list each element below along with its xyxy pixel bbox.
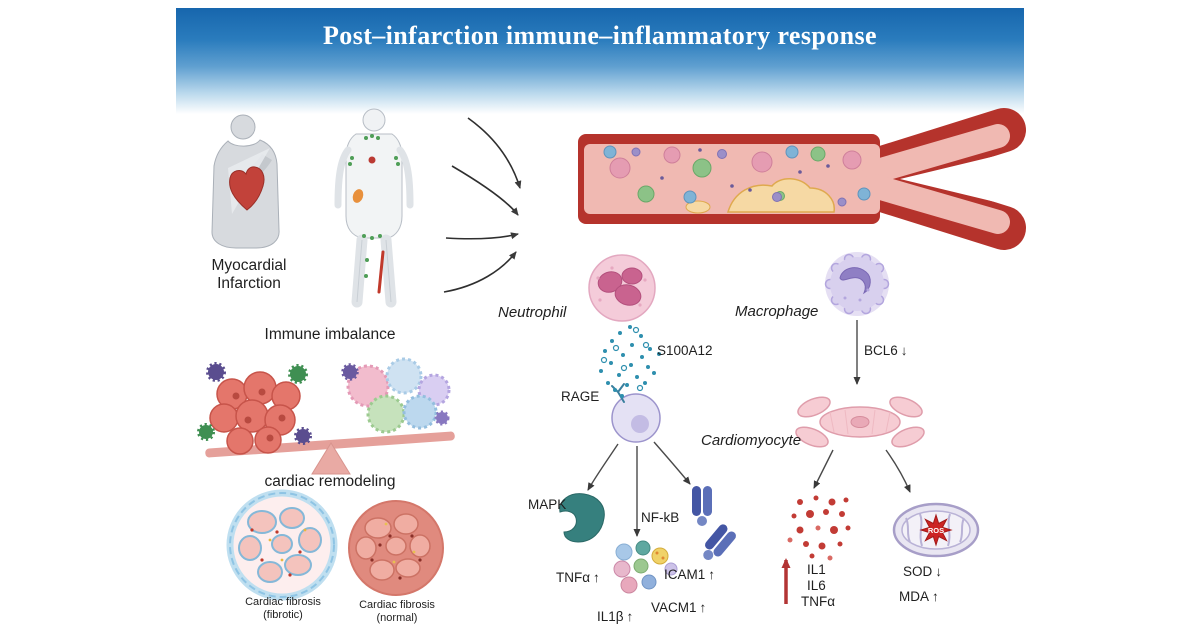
- cardiomyocyte-illustration: [795, 396, 925, 448]
- il1-label: IL1: [807, 562, 826, 577]
- mitochondrion-illustration: ROS: [892, 502, 980, 558]
- tnfa-text: TNFα: [556, 570, 591, 585]
- s100a12-label: S100A12: [657, 343, 713, 358]
- patients-illustration: [211, 108, 414, 308]
- cardiomyocyte-output-arrows: [813, 449, 911, 493]
- up-arrow-icon: ↑: [699, 600, 707, 615]
- mda-up-label: MDA↑: [899, 589, 939, 605]
- up-arrow-icon: ↑: [593, 570, 600, 585]
- neutrophil-cell-illustration: [588, 254, 656, 322]
- fibrosis-fibrotic-caption: Cardiac fibrosis (fibrotic): [245, 596, 321, 621]
- up-arrow-icon: ↑: [932, 589, 939, 604]
- cytokine-release-dots: [787, 495, 851, 561]
- bcl6-down-label: BCL6↓: [864, 343, 908, 359]
- flow-arrows: [443, 117, 522, 293]
- immune-imbalance-label: Immune imbalance: [264, 326, 396, 343]
- icam1-up-label: ICAM1↑: [664, 567, 715, 583]
- mapk-protein-icon: [559, 493, 605, 543]
- immune-imbalance-illustration: [197, 357, 455, 475]
- il1b-text: IL1β: [597, 609, 624, 624]
- myocardial-infarction-label: Myocardial Infarction: [211, 257, 287, 292]
- icam1-text: ICAM1: [664, 567, 706, 582]
- macrophage-label: Macrophage: [735, 303, 819, 320]
- down-arrow-icon: ↓: [900, 343, 908, 358]
- fibrotic-tissue-illustration: [226, 489, 338, 601]
- up-arrow-icon: ↑: [626, 609, 634, 624]
- rage-label: RAGE: [561, 389, 600, 404]
- normal-tissue-illustration: [348, 500, 444, 596]
- down-arrow-icon: ↓: [935, 564, 943, 579]
- s100a12-secretion-dots: [599, 325, 661, 392]
- up-arrow-icon: ↑: [708, 567, 716, 582]
- nfkb-protein-icon: [692, 486, 736, 561]
- cardiomyocyte-label: Cardiomyocyte: [701, 432, 802, 449]
- tnfa-secondary-label: TNFα: [801, 594, 836, 609]
- il6-label: IL6: [807, 578, 826, 593]
- mapk-label: MAPK: [528, 497, 567, 512]
- mda-text: MDA: [899, 589, 929, 604]
- sod-text: SOD: [903, 564, 933, 579]
- ros-label: ROS: [928, 526, 944, 535]
- bcl6-text: BCL6: [864, 343, 898, 358]
- blood-vessel-illustration: [578, 108, 1026, 250]
- neutrophil-label: Neutrophil: [498, 304, 567, 321]
- vacm1-text: VACM1: [651, 600, 697, 615]
- rage-receptor-icon: [611, 383, 625, 403]
- tnfa-up-label: TNFα↑: [556, 570, 600, 586]
- title-banner: Post–infarction immune–inflammatory resp…: [176, 8, 1024, 114]
- cytokine-cluster: [613, 540, 678, 594]
- figure-title: Post–infarction immune–inflammatory resp…: [323, 21, 877, 50]
- il1b-up-label: IL1β↑: [597, 609, 633, 625]
- sod-down-label: SOD↓: [903, 564, 942, 580]
- vacm1-up-label: VACM1↑: [651, 600, 706, 616]
- rage-receptor-cell: [611, 383, 661, 443]
- ros-starburst-icon: [919, 513, 953, 547]
- fibrosis-normal-caption: Cardiac fibrosis (normal): [359, 599, 435, 624]
- lymph-nodes-icon: [348, 134, 400, 278]
- nfkb-label: NF-kB: [641, 510, 680, 525]
- cardiac-remodeling-label: cardiac remodeling: [264, 473, 396, 490]
- macrophage-cell-illustration: [824, 252, 890, 316]
- signaling-arrows: [587, 441, 691, 537]
- heart-icon: [229, 166, 265, 211]
